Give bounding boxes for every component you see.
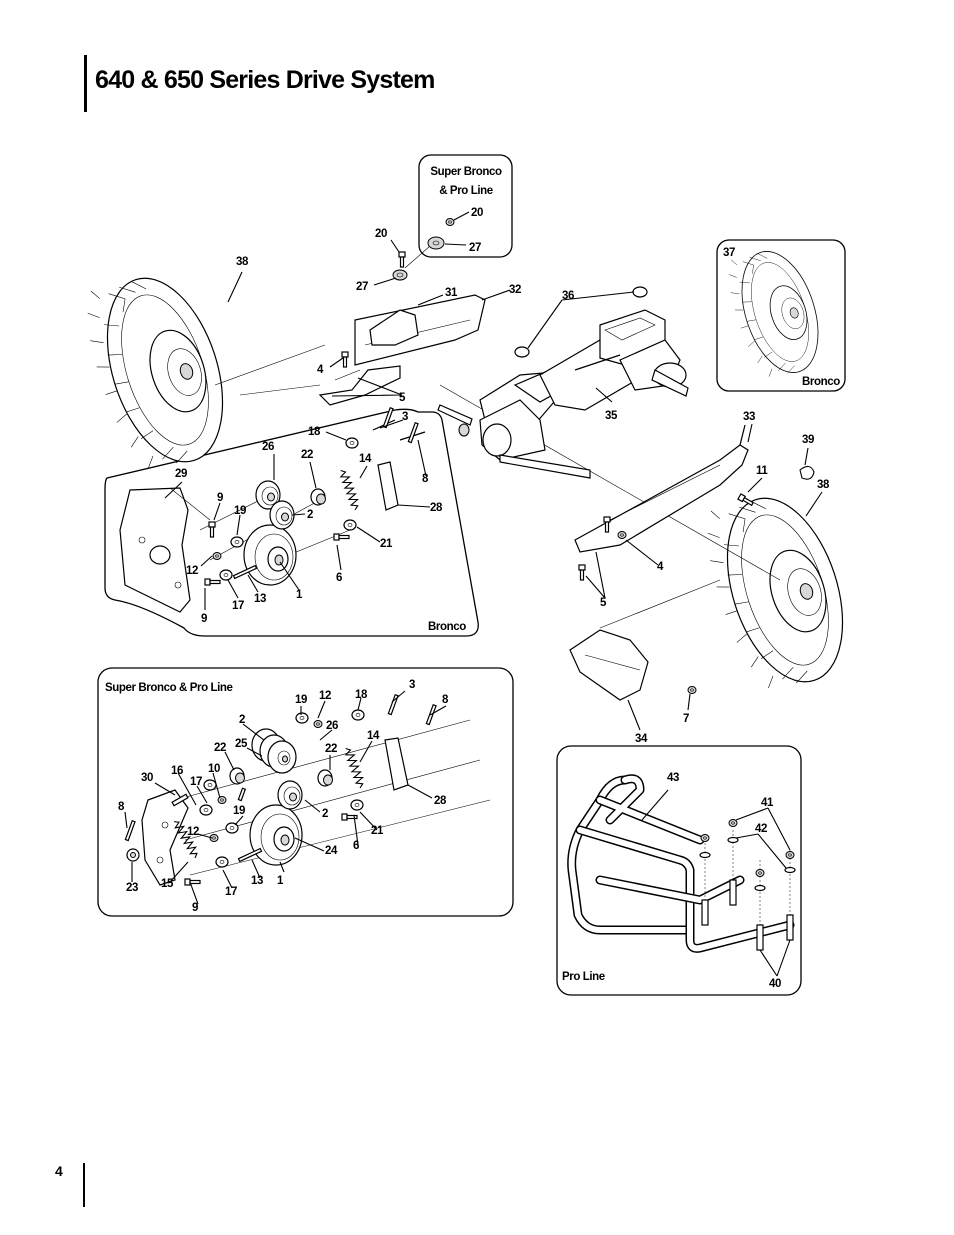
footer-rule xyxy=(83,1163,85,1207)
callout-label: 15 xyxy=(161,878,174,890)
inset-box-bronco-wheel xyxy=(716,239,846,392)
inset-top-parts xyxy=(427,218,455,250)
callout-label: 12 xyxy=(319,690,331,702)
callout-label: 22 xyxy=(301,449,313,461)
callout-label: 3 xyxy=(402,411,408,423)
callout-label: 33 xyxy=(743,411,755,423)
callout-label: 21 xyxy=(380,538,393,550)
callout-label: 30 xyxy=(141,772,153,784)
callout-label: 8 xyxy=(442,694,449,706)
callout-label: 14 xyxy=(359,453,372,465)
callout-label: 1 xyxy=(296,589,303,601)
callout-label: 8 xyxy=(118,801,125,813)
page-title: 640 & 650 Series Drive System xyxy=(95,66,435,94)
callout-label: 32 xyxy=(509,284,521,296)
inset-box-pro-line xyxy=(556,745,802,996)
main-assembly xyxy=(73,239,865,701)
callout-label: 10 xyxy=(208,763,220,775)
callout-label: 37 xyxy=(723,247,735,259)
inset-caption-bronco-drive: Bronco xyxy=(428,621,466,633)
callout-label: 8 xyxy=(422,473,429,485)
callout-label: 26 xyxy=(326,720,338,732)
inset-box-super-bronco-drive xyxy=(97,667,514,917)
left-tire xyxy=(73,260,245,481)
callout-label: 43 xyxy=(667,772,679,784)
callout-label: 27 xyxy=(469,242,481,254)
callout-label: 17 xyxy=(190,776,202,788)
callout-label: 13 xyxy=(251,875,263,887)
callout-label: 19 xyxy=(295,694,307,706)
callout-label: 19 xyxy=(234,505,246,517)
callout-label: 35 xyxy=(605,410,618,422)
page-number: 4 xyxy=(55,1163,63,1179)
inset-caption-super-bronco-top-1: Super Bronco xyxy=(430,166,502,178)
callout-label: 20 xyxy=(471,207,483,219)
callout-label: 2 xyxy=(322,808,328,820)
callout-label: 14 xyxy=(367,730,380,742)
bronco-drive-parts xyxy=(119,406,426,613)
inset-caption-super-bronco-drive: Super Bronco & Pro Line xyxy=(105,682,233,694)
leader-lines xyxy=(124,211,823,977)
callout-label: 5 xyxy=(600,597,607,609)
callout-label: 28 xyxy=(434,795,447,807)
callout-label: 3 xyxy=(409,679,415,691)
callout-label: 36 xyxy=(562,290,574,302)
callout-label: 5 xyxy=(399,392,406,404)
callout-label: 20 xyxy=(375,228,387,240)
inset-caption-super-bronco-top-2: & Pro Line xyxy=(439,185,493,197)
callout-label: 23 xyxy=(126,882,138,894)
callout-label: 18 xyxy=(355,689,368,701)
transmission xyxy=(437,309,689,479)
callout-label: 7 xyxy=(683,713,689,725)
callout-label: 40 xyxy=(769,978,781,990)
callout-label: 18 xyxy=(308,426,321,438)
callout-label: 22 xyxy=(214,742,226,754)
title-rule xyxy=(84,55,87,112)
super-bronco-drive-parts xyxy=(124,693,491,886)
callout-label: 29 xyxy=(175,468,187,480)
callout-label: 11 xyxy=(756,465,768,477)
callout-label: 38 xyxy=(817,479,830,491)
callout-label: 2 xyxy=(239,714,245,726)
callout-label: 28 xyxy=(430,502,443,514)
inset-box-bronco-drive xyxy=(104,408,479,637)
callout-label: 17 xyxy=(225,886,237,898)
callout-label: 4 xyxy=(317,364,324,376)
callout-label: 17 xyxy=(232,600,244,612)
callout-label: 6 xyxy=(336,572,342,584)
callout-label: 24 xyxy=(325,845,338,857)
callout-label: 42 xyxy=(755,823,767,835)
callout-label: 6 xyxy=(353,840,359,852)
callout-label: 12 xyxy=(187,826,199,838)
callout-label: 39 xyxy=(802,434,814,446)
callout-label: 25 xyxy=(235,738,248,750)
callout-label: 13 xyxy=(254,593,266,605)
callout-label: 19 xyxy=(233,805,245,817)
callout-label: 41 xyxy=(761,797,774,809)
callout-label: 21 xyxy=(371,825,384,837)
callout-label: 12 xyxy=(186,565,198,577)
callout-label: 1 xyxy=(277,875,284,887)
callout-label: 2 xyxy=(307,509,313,521)
pro-line-parts xyxy=(567,774,796,953)
callout-label: 4 xyxy=(657,561,664,573)
inset-box-super-bronco-top xyxy=(418,154,513,258)
callout-label: 9 xyxy=(201,613,207,625)
callout-label: 38 xyxy=(236,256,249,268)
callout-label: 34 xyxy=(635,733,648,745)
callout-label: 27 xyxy=(356,281,368,293)
callout-label: 9 xyxy=(217,492,223,504)
inset-wheel xyxy=(719,239,833,386)
right-tire xyxy=(693,480,865,701)
callout-label: 31 xyxy=(445,287,458,299)
callout-label: 22 xyxy=(325,743,337,755)
callout-label: 26 xyxy=(262,441,274,453)
callout-label: 16 xyxy=(171,765,183,777)
inset-caption-pro-line: Pro Line xyxy=(562,971,605,983)
callout-label: 9 xyxy=(192,902,198,914)
inset-caption-bronco-wheel: Bronco xyxy=(802,376,840,388)
callout-labels: 20 27 37 20 27 38 27 31 32 36 4 5 35 33 … xyxy=(118,207,830,990)
